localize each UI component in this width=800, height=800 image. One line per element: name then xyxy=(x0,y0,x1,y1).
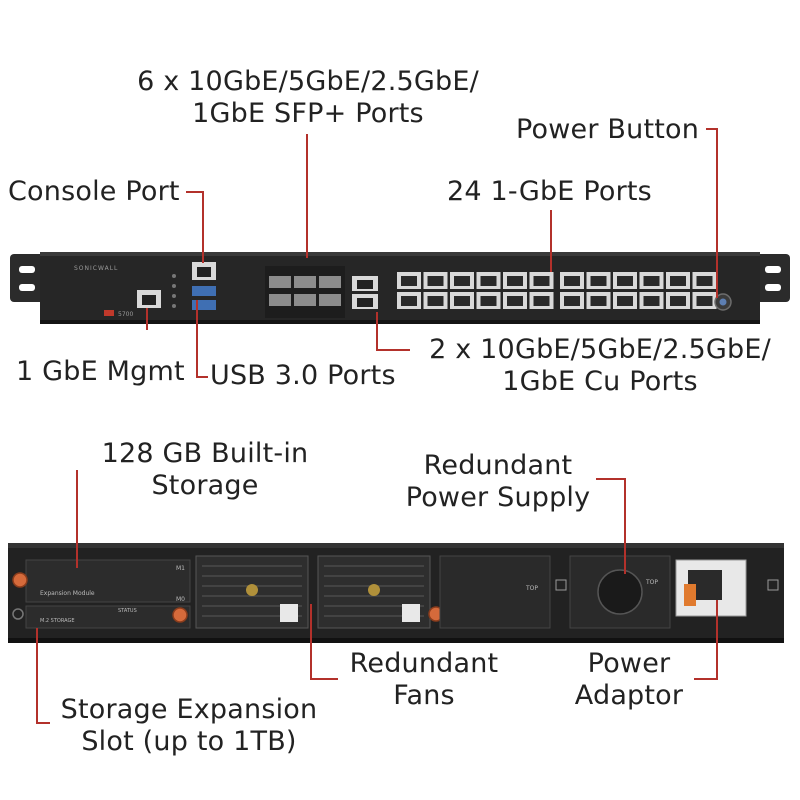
leader-console xyxy=(202,191,204,263)
usb-port-1 xyxy=(192,286,216,296)
label-gbe-ports: 24 1-GbE Ports xyxy=(447,176,652,207)
label-adaptor-line-2: Adaptor xyxy=(574,680,684,711)
label-fans: Redundant Fans xyxy=(336,648,512,712)
label-fans-line-1: Redundant xyxy=(349,648,499,679)
usb-port-2 xyxy=(192,300,216,310)
rack-ear-right xyxy=(754,254,790,302)
leader-fans xyxy=(310,604,312,680)
leader-expansion xyxy=(36,628,38,724)
m2-storage-slot xyxy=(25,605,191,629)
leader-console xyxy=(186,191,204,193)
label-usb: USB 3.0 Ports xyxy=(210,360,396,391)
leader-psu xyxy=(624,478,626,574)
status-text: STATUS xyxy=(118,608,137,614)
svg-text:M1: M1 xyxy=(176,565,185,572)
leader-psu xyxy=(596,478,626,480)
label-sfp-line-2: 1GbE SFP+ Ports xyxy=(192,98,424,129)
label-psu: Redundant Power Supply xyxy=(398,450,598,514)
leader-mgmt xyxy=(146,308,148,330)
front-panel: SONICWALL 5700 xyxy=(10,252,790,324)
sfp-ports xyxy=(265,266,345,318)
leader-power-button xyxy=(716,128,718,298)
m2-storage-text: M.2 STORAGE xyxy=(40,618,74,624)
leader-fans xyxy=(310,678,338,680)
leader-cu xyxy=(376,349,410,351)
label-storage: 128 GB Built-in Storage xyxy=(90,438,320,502)
warning-label-icon xyxy=(280,604,298,622)
svg-text:TOP: TOP xyxy=(645,579,658,586)
svg-text:M0: M0 xyxy=(176,596,185,603)
leader-usb xyxy=(196,300,198,378)
rear-panel: Expansion Module M1 M.2 STORAGE STATUS M… xyxy=(8,543,784,643)
leader-expansion xyxy=(36,722,50,724)
expansion-module xyxy=(25,559,191,603)
leader-gbe xyxy=(550,210,552,272)
fan-modules xyxy=(195,555,431,629)
warning-label-icon xyxy=(402,604,420,622)
label-expansion-line-1: Storage Expansion xyxy=(60,694,318,725)
label-psu-line-1: Redundant xyxy=(423,450,573,481)
fan-hub-icon xyxy=(246,584,258,596)
label-sfp-ports: 6 x 10GbE/5GbE/2.5GbE/ 1GbE SFP+ Ports xyxy=(100,66,516,130)
label-fans-line-2: Fans xyxy=(393,680,455,711)
leader-power-button xyxy=(706,128,718,130)
label-expansion-slot: Storage Expansion Slot (up to 1TB) xyxy=(54,694,324,758)
leader-cu xyxy=(376,312,378,350)
cu-ports xyxy=(352,276,378,309)
gbe-ports-grid xyxy=(397,272,717,309)
psu-bay-blank xyxy=(439,555,551,629)
model-text: 5700 xyxy=(118,311,133,318)
screw-icon xyxy=(172,607,188,623)
label-sfp-line-1: 6 x 10GbE/5GbE/2.5GbE/ xyxy=(137,66,479,97)
label-console-port: Console Port xyxy=(8,176,180,207)
label-adaptor: Power Adaptor xyxy=(566,648,692,712)
leader-storage xyxy=(76,470,78,568)
leader-sfp xyxy=(306,134,308,258)
leader-adaptor xyxy=(716,600,718,680)
top-text: TOP xyxy=(525,585,538,592)
expansion-module-text: Expansion Module xyxy=(40,590,95,597)
label-mgmt: 1 GbE Mgmt xyxy=(16,356,185,387)
leader-usb xyxy=(196,376,208,378)
label-adaptor-line-1: Power xyxy=(587,648,671,679)
ground-icon xyxy=(12,608,24,620)
label-cu-line-2: 1GbE Cu Ports xyxy=(502,366,698,397)
label-power-button: Power Button xyxy=(516,114,700,145)
label-storage-line-1: 128 GB Built-in xyxy=(101,438,309,469)
fan-hub-icon xyxy=(368,584,380,596)
screw-icon xyxy=(12,572,28,588)
psu-handle-icon xyxy=(597,569,643,615)
brand-text: SONICWALL xyxy=(74,265,118,272)
label-expansion-line-2: Slot (up to 1TB) xyxy=(81,726,297,757)
leader-adaptor xyxy=(694,678,718,680)
brand-logo-icon xyxy=(104,310,114,316)
rack-ear-left xyxy=(10,254,46,302)
label-psu-line-2: Power Supply xyxy=(405,482,591,513)
label-cu-line-1: 2 x 10GbE/5GbE/2.5GbE/ xyxy=(429,334,771,365)
power-latch-icon xyxy=(684,584,696,606)
label-storage-line-2: Storage xyxy=(151,470,259,501)
label-cu-ports: 2 x 10GbE/5GbE/2.5GbE/ 1GbE Cu Ports xyxy=(412,334,788,398)
